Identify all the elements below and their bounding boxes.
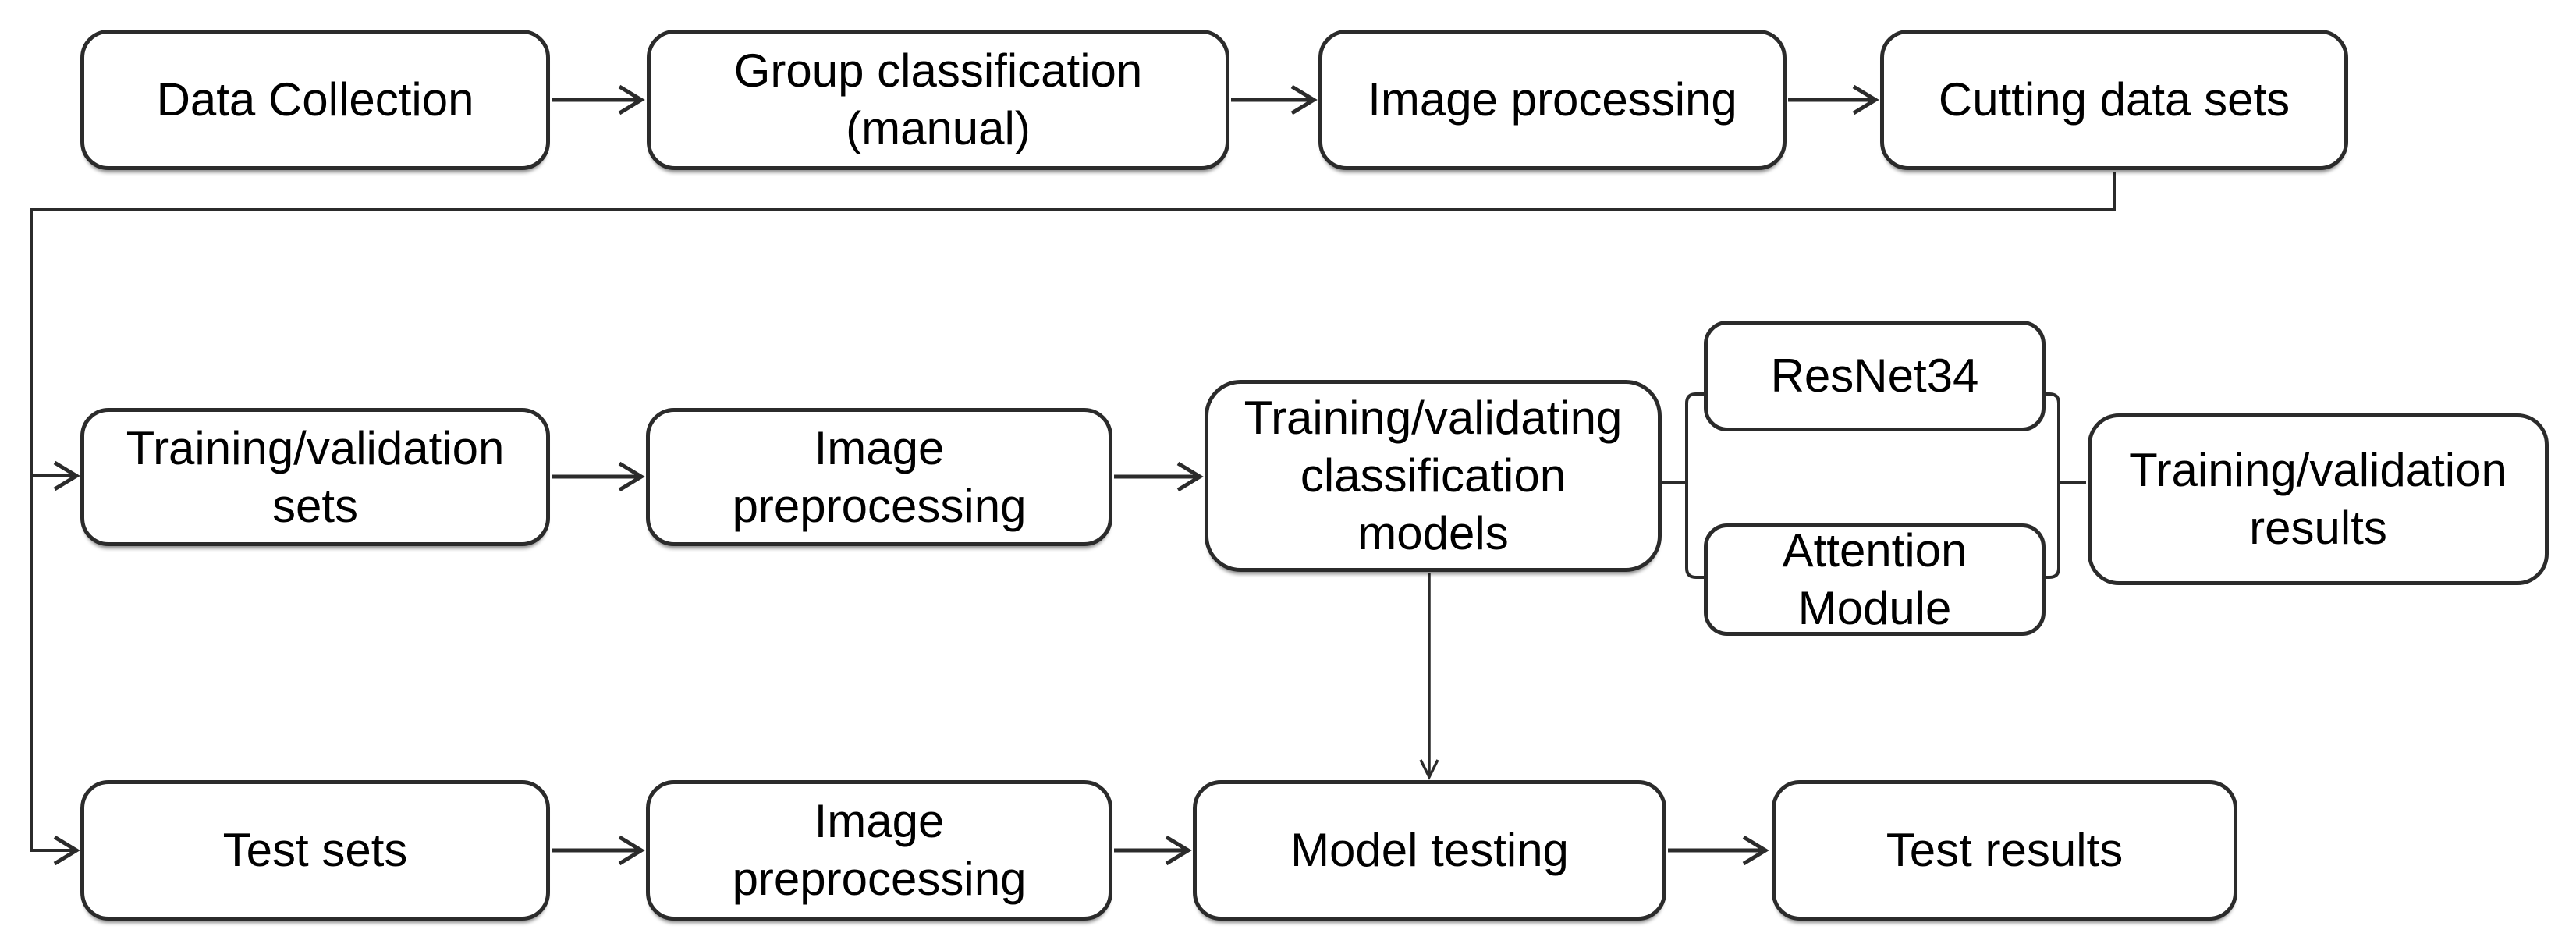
node-test-results-label: Test results [1886, 824, 2124, 877]
node-image-preprocessing-top-label: Image preprocessing [732, 421, 1027, 532]
node-training-validation-results: Training/validation results [2088, 413, 2549, 585]
node-group-classification: Group classification (manual) [647, 30, 1229, 170]
node-image-preprocessing-top: Image preprocessing [646, 408, 1112, 546]
node-resnet34-label: ResNet34 [1770, 350, 1979, 403]
node-image-preprocessing-bottom: Image preprocessing [646, 780, 1112, 921]
node-test-results: Test results [1772, 780, 2237, 921]
node-model-testing-label: Model testing [1290, 824, 1569, 877]
bracket-left [1685, 392, 1704, 579]
node-training-validation-sets: Training/validation sets [80, 408, 550, 546]
node-cutting-data-sets: Cutting data sets [1880, 30, 2348, 170]
node-training-validation-sets-label: Training/validation sets [126, 421, 505, 532]
node-resnet34: ResNet34 [1704, 321, 2046, 431]
node-training-validating-classification-models: Training/validating classification model… [1205, 380, 1662, 572]
node-image-preprocessing-bottom-label: Image preprocessing [732, 795, 1027, 905]
node-attention-module-label: Attention Module [1782, 524, 1967, 634]
node-image-processing-label: Image processing [1368, 73, 1737, 126]
node-image-processing: Image processing [1318, 30, 1787, 170]
node-attention-module: Attention Module [1704, 523, 2046, 636]
node-test-sets-label: Test sets [222, 824, 408, 877]
connector-cuttingdatasets-to-testsets [30, 172, 2116, 866]
bracket-right [2044, 392, 2060, 579]
node-model-testing: Model testing [1193, 780, 1666, 921]
node-test-sets: Test sets [80, 780, 550, 921]
node-cutting-data-sets-label: Cutting data sets [1938, 73, 2290, 126]
node-models-label: Training/validating classification model… [1244, 392, 1623, 559]
node-data-collection: Data Collection [80, 30, 550, 170]
node-group-classification-label: Group classification (manual) [733, 44, 1143, 154]
node-training-validation-results-label: Training/validation results [2129, 444, 2507, 554]
node-data-collection-label: Data Collection [156, 73, 474, 126]
